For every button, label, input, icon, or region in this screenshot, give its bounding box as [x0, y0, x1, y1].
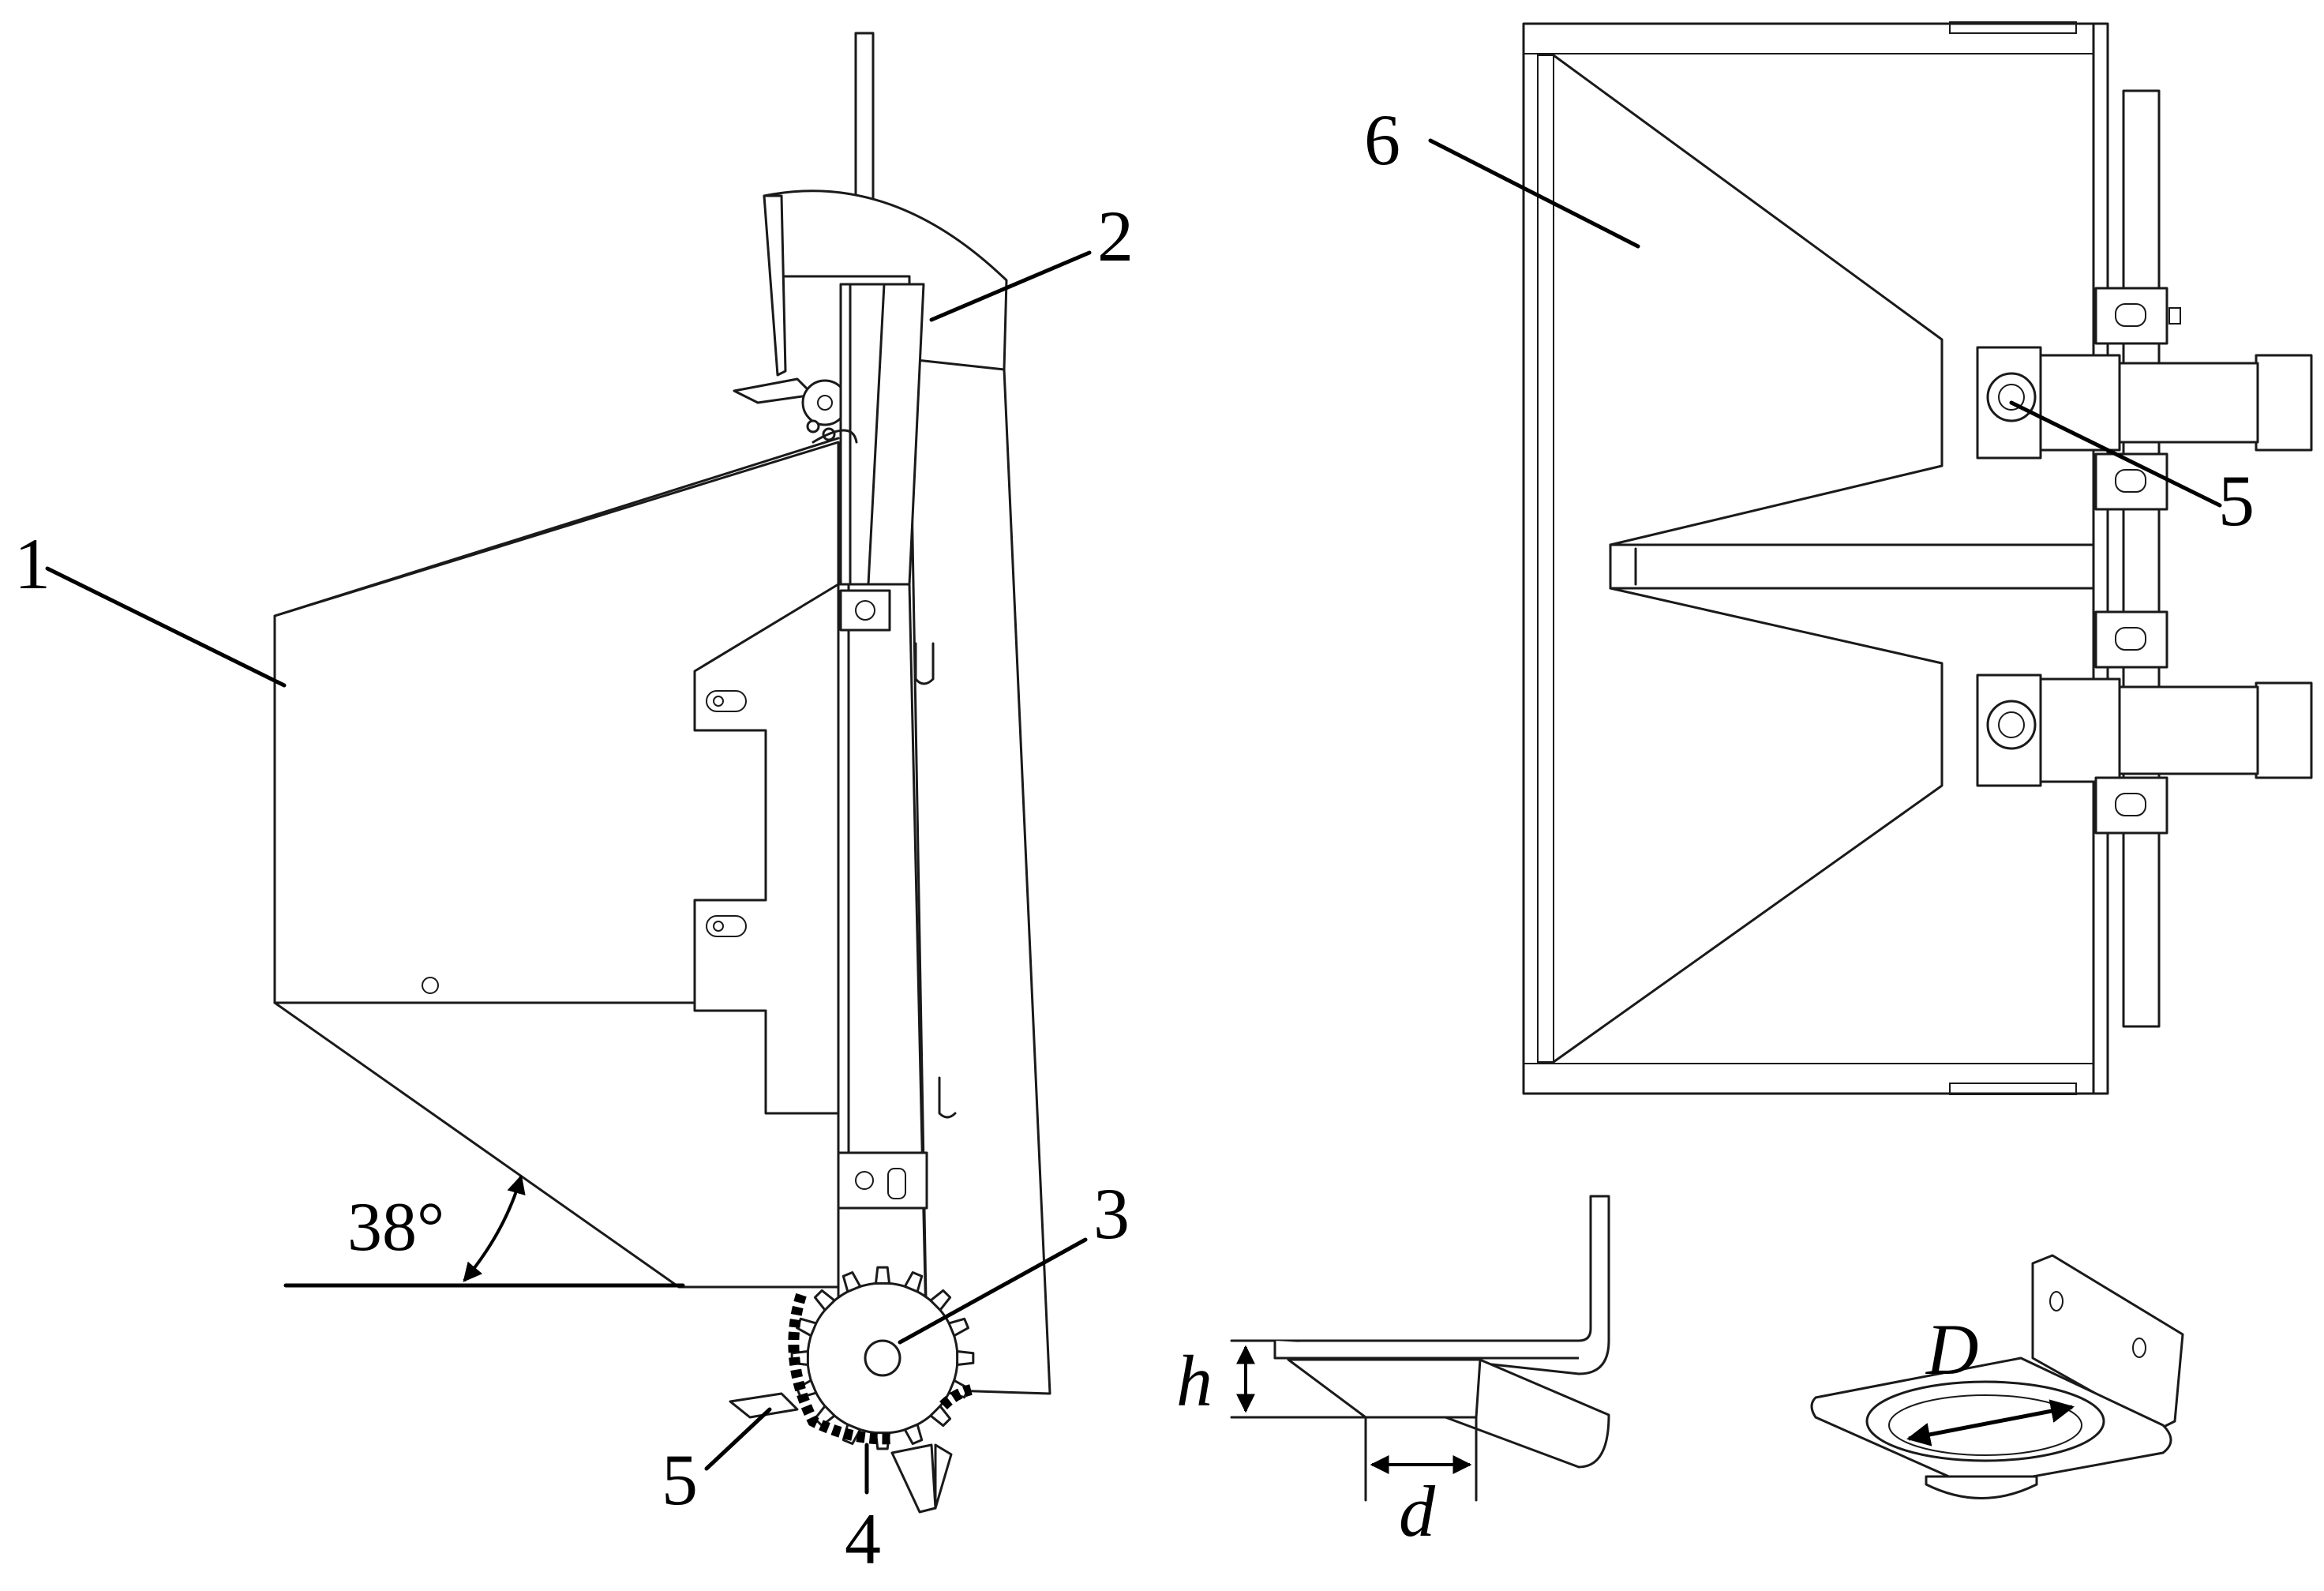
bottom-sprocket [790, 1266, 975, 1450]
sprocket-tooth [842, 1271, 862, 1293]
label-part-5-left: 5 [662, 1439, 698, 1520]
hopper-frame [1522, 22, 2095, 1095]
upper-bracket [839, 589, 891, 632]
lower-bracket [837, 1151, 928, 1210]
hopper-funnel [1552, 54, 1944, 1064]
dim-D-line [1906, 1399, 2075, 1447]
mount-plate [693, 583, 840, 1115]
upper-paddle [733, 377, 815, 404]
sprocket-tooth [874, 1266, 891, 1285]
label-part-1: 1 [14, 523, 51, 604]
cup-bracket-detail [1810, 1254, 2184, 1499]
seed-box-funnel [273, 1001, 840, 1289]
rail-clamps [2094, 287, 2181, 835]
sprocket-tooth [947, 1317, 969, 1338]
sprocket-tooth [903, 1423, 924, 1445]
label-dim-h: h [1176, 1341, 1213, 1421]
hood-left-wall [763, 194, 787, 377]
sprocket-tooth [796, 1317, 818, 1338]
label-part-6: 6 [1364, 99, 1400, 180]
cup-ring [1865, 1380, 2105, 1462]
sprocket-tooth [813, 1289, 836, 1311]
label-part-5-right: 5 [2218, 460, 2255, 541]
l-bracket-detail [1230, 1195, 1610, 1502]
drive-chain [788, 1293, 893, 1445]
sprocket-tooth [929, 1405, 952, 1428]
leader-lines-right [1428, 138, 2222, 508]
side-view [273, 32, 1051, 1514]
label-part-4: 4 [845, 1499, 881, 1579]
label-dim-d: d [1399, 1471, 1436, 1552]
bottom-paddle-right [890, 1443, 937, 1514]
sprocket-tooth [903, 1271, 924, 1293]
label-dim-D: D [1925, 1309, 1978, 1390]
bottom-paddle-left [729, 1392, 799, 1419]
sprocket-tooth [956, 1349, 975, 1367]
label-part-2: 2 [1097, 196, 1134, 276]
leader-lines-left [45, 250, 1092, 1495]
main-frame-right [908, 358, 1051, 1395]
top-view [1522, 21, 2313, 1095]
angle-arc [463, 1174, 526, 1282]
label-part-3: 3 [1093, 1173, 1130, 1254]
sprocket-tooth [929, 1289, 952, 1311]
label-angle: 38° [347, 1189, 444, 1266]
